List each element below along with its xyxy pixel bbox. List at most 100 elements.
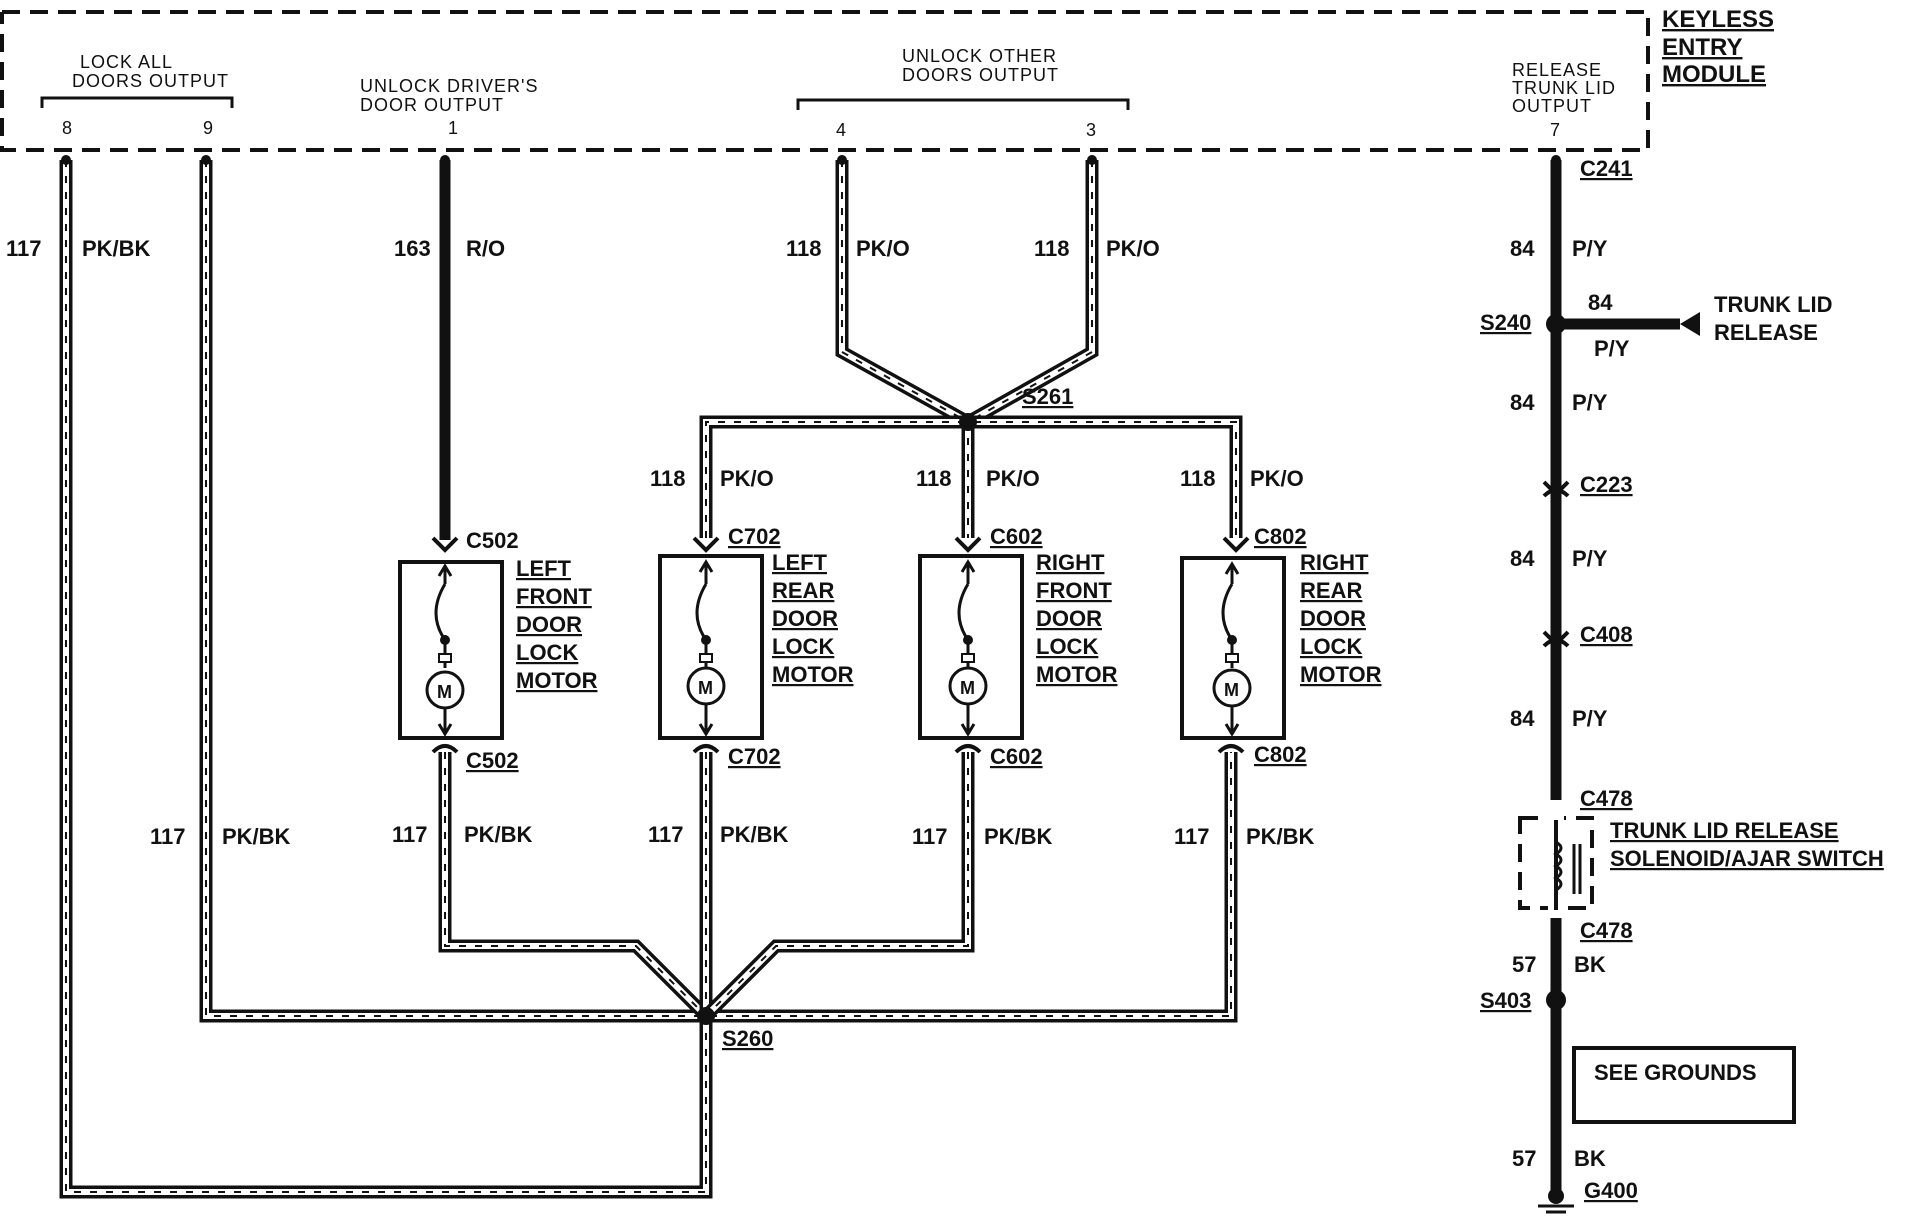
wire-label-118-e-num: 118 bbox=[1180, 466, 1216, 491]
motor-lr-line-1: LEFT bbox=[772, 550, 828, 575]
wire-label-163-color: R/O bbox=[466, 236, 505, 261]
wire-label-57-b-color: BK bbox=[1574, 1146, 1606, 1171]
connector-c478-top: C478 bbox=[1580, 786, 1633, 811]
connector-c408: C408 bbox=[1580, 622, 1633, 647]
motor-symbol: M bbox=[437, 682, 452, 702]
pin-9: 9 bbox=[203, 118, 214, 138]
motor-symbol: M bbox=[698, 678, 713, 698]
splice-s403-label: S403 bbox=[1480, 988, 1531, 1013]
output-unlock-other-line-2: DOORS OUTPUT bbox=[902, 65, 1059, 85]
module-pin-terminals bbox=[61, 155, 1561, 165]
output-lock-all-line-2: DOORS OUTPUT bbox=[72, 71, 229, 91]
motor-rr-line-5: MOTOR bbox=[1300, 662, 1382, 687]
motor-lr-line-3: DOOR bbox=[772, 606, 838, 631]
splice-s260-dot bbox=[697, 1007, 715, 1025]
output-unlock-other-line-1: UNLOCK OTHER bbox=[902, 46, 1057, 66]
wire-label-57-a-color: BK bbox=[1574, 952, 1606, 977]
connector-c223: C223 bbox=[1580, 472, 1633, 497]
connector-c502-bottom: C502 bbox=[466, 748, 519, 773]
motor-lf-line-4: LOCK bbox=[516, 640, 578, 665]
wire-label-117-e-color: PK/BK bbox=[984, 824, 1053, 849]
solenoid-line-1: TRUNK LID RELEASE bbox=[1610, 818, 1839, 843]
connector-c602-bottom: C602 bbox=[990, 744, 1043, 769]
trunk-solenoid-switch bbox=[1518, 812, 1594, 918]
trunk-connector-markers bbox=[1542, 480, 1570, 648]
motor-rf-line-4: LOCK bbox=[1036, 634, 1098, 659]
wire-label-118-a-num: 118 bbox=[786, 236, 822, 261]
connector-c802-bottom: C802 bbox=[1254, 742, 1307, 767]
connector-c702-top: C702 bbox=[728, 524, 781, 549]
wire-label-117-d-color: PK/BK bbox=[720, 822, 789, 847]
wire-label-84-a-color: P/Y bbox=[1572, 236, 1608, 261]
motor-rf-line-2: FRONT bbox=[1036, 578, 1112, 603]
splice-s240-dot bbox=[1546, 314, 1566, 334]
ground-icon bbox=[1538, 1188, 1574, 1214]
motor-lf-line-3: DOOR bbox=[516, 612, 582, 637]
module-title-line-2: ENTRY bbox=[1662, 34, 1742, 61]
motor-rr-line-4: LOCK bbox=[1300, 634, 1362, 659]
module-title-line-3: MODULE bbox=[1662, 61, 1766, 88]
wire-label-84-d-num: 84 bbox=[1510, 546, 1535, 571]
lock-all-bracket bbox=[40, 96, 234, 108]
see-grounds-box[interactable] bbox=[1572, 1046, 1796, 1124]
wire-label-118-c-color: PK/O bbox=[720, 466, 774, 491]
splice-s240-label: S240 bbox=[1480, 310, 1531, 335]
pin-8: 8 bbox=[62, 118, 73, 138]
motor-left-rear: M LEFT REAR DOOR LOCK MOTOR C702 C702 bbox=[658, 524, 854, 769]
motor-lr-line-4: LOCK bbox=[772, 634, 834, 659]
motor-lf-line-2: FRONT bbox=[516, 584, 592, 609]
motor-symbol: M bbox=[960, 678, 975, 698]
pin-3: 3 bbox=[1086, 120, 1097, 140]
connector-c602-top: C602 bbox=[990, 524, 1043, 549]
ground-g400-label: G400 bbox=[1584, 1178, 1638, 1203]
wire-label-118-a-color: PK/O bbox=[856, 236, 910, 261]
wire-label-84-c-color: P/Y bbox=[1572, 390, 1608, 415]
wire-label-118-b-num: 118 bbox=[1034, 236, 1070, 261]
output-unlock-driver-line-2: DOOR OUTPUT bbox=[360, 95, 504, 115]
pin-4: 4 bbox=[836, 120, 847, 140]
motor-symbol: M bbox=[1224, 680, 1239, 700]
wire-label-117-b-color: PK/BK bbox=[222, 824, 291, 849]
connector-c702-bottom: C702 bbox=[728, 744, 781, 769]
output-release-trunk-line-2: TRUNK LID bbox=[1512, 78, 1616, 98]
wire-118-pko-group bbox=[699, 160, 1243, 538]
splice-s260-label: S260 bbox=[722, 1026, 773, 1051]
motor-rf-line-1: RIGHT bbox=[1036, 550, 1105, 575]
wire-label-117-a-num: 117 bbox=[6, 236, 42, 261]
wire-label-84-a-num: 84 bbox=[1510, 236, 1535, 261]
wire-label-118-b-color: PK/O bbox=[1106, 236, 1160, 261]
splice-s403-dot bbox=[1546, 990, 1566, 1010]
wire-label-117-f-color: PK/BK bbox=[1246, 824, 1315, 849]
wire-label-118-d-color: PK/O bbox=[986, 466, 1040, 491]
trunk-release-arrow bbox=[1680, 312, 1700, 336]
motor-rr-line-3: DOOR bbox=[1300, 606, 1366, 631]
see-grounds-label: SEE GROUNDS bbox=[1594, 1060, 1757, 1085]
splice-s261-label: S261 bbox=[1022, 384, 1073, 409]
wire-label-118-d-num: 118 bbox=[916, 466, 952, 491]
wire-label-117-d-num: 117 bbox=[648, 822, 684, 847]
wire-label-84-e-num: 84 bbox=[1510, 706, 1535, 731]
wire-label-118-e-color: PK/O bbox=[1250, 466, 1304, 491]
wire-label-84-b-num: 84 bbox=[1588, 290, 1613, 315]
solenoid-line-2: SOLENOID/AJAR SWITCH bbox=[1610, 846, 1884, 871]
wire-label-117-a-color: PK/BK bbox=[82, 236, 151, 261]
output-lock-all-line-1: LOCK ALL bbox=[80, 52, 173, 72]
wire-label-84-d-color: P/Y bbox=[1572, 546, 1608, 571]
wire-label-163-num: 163 bbox=[394, 236, 431, 261]
motor-left-front: M LEFT FRONT DOOR LOCK MOTOR C502 C502 bbox=[398, 528, 598, 773]
connector-c502-top: C502 bbox=[466, 528, 519, 553]
pin-7: 7 bbox=[1550, 120, 1561, 140]
output-release-trunk-line-3: OUTPUT bbox=[1512, 96, 1592, 116]
motor-lf-line-5: MOTOR bbox=[516, 668, 598, 693]
splice-s261-dot bbox=[959, 413, 977, 431]
motor-lf-line-1: LEFT bbox=[516, 556, 572, 581]
trunk-release-line-2: RELEASE bbox=[1714, 320, 1818, 345]
pin-1: 1 bbox=[448, 118, 459, 138]
wire-label-117-e-num: 117 bbox=[912, 824, 948, 849]
keyless-entry-module-outline bbox=[0, 10, 1650, 152]
connector-c241: C241 bbox=[1580, 156, 1633, 181]
module-title-line-1: KEYLESS bbox=[1662, 6, 1774, 33]
wire-label-117-f-num: 117 bbox=[1174, 824, 1210, 849]
wire-label-57-a-num: 57 bbox=[1512, 952, 1536, 977]
motor-right-front: M RIGHT FRONT DOOR LOCK MOTOR C602 C602 bbox=[918, 524, 1118, 769]
